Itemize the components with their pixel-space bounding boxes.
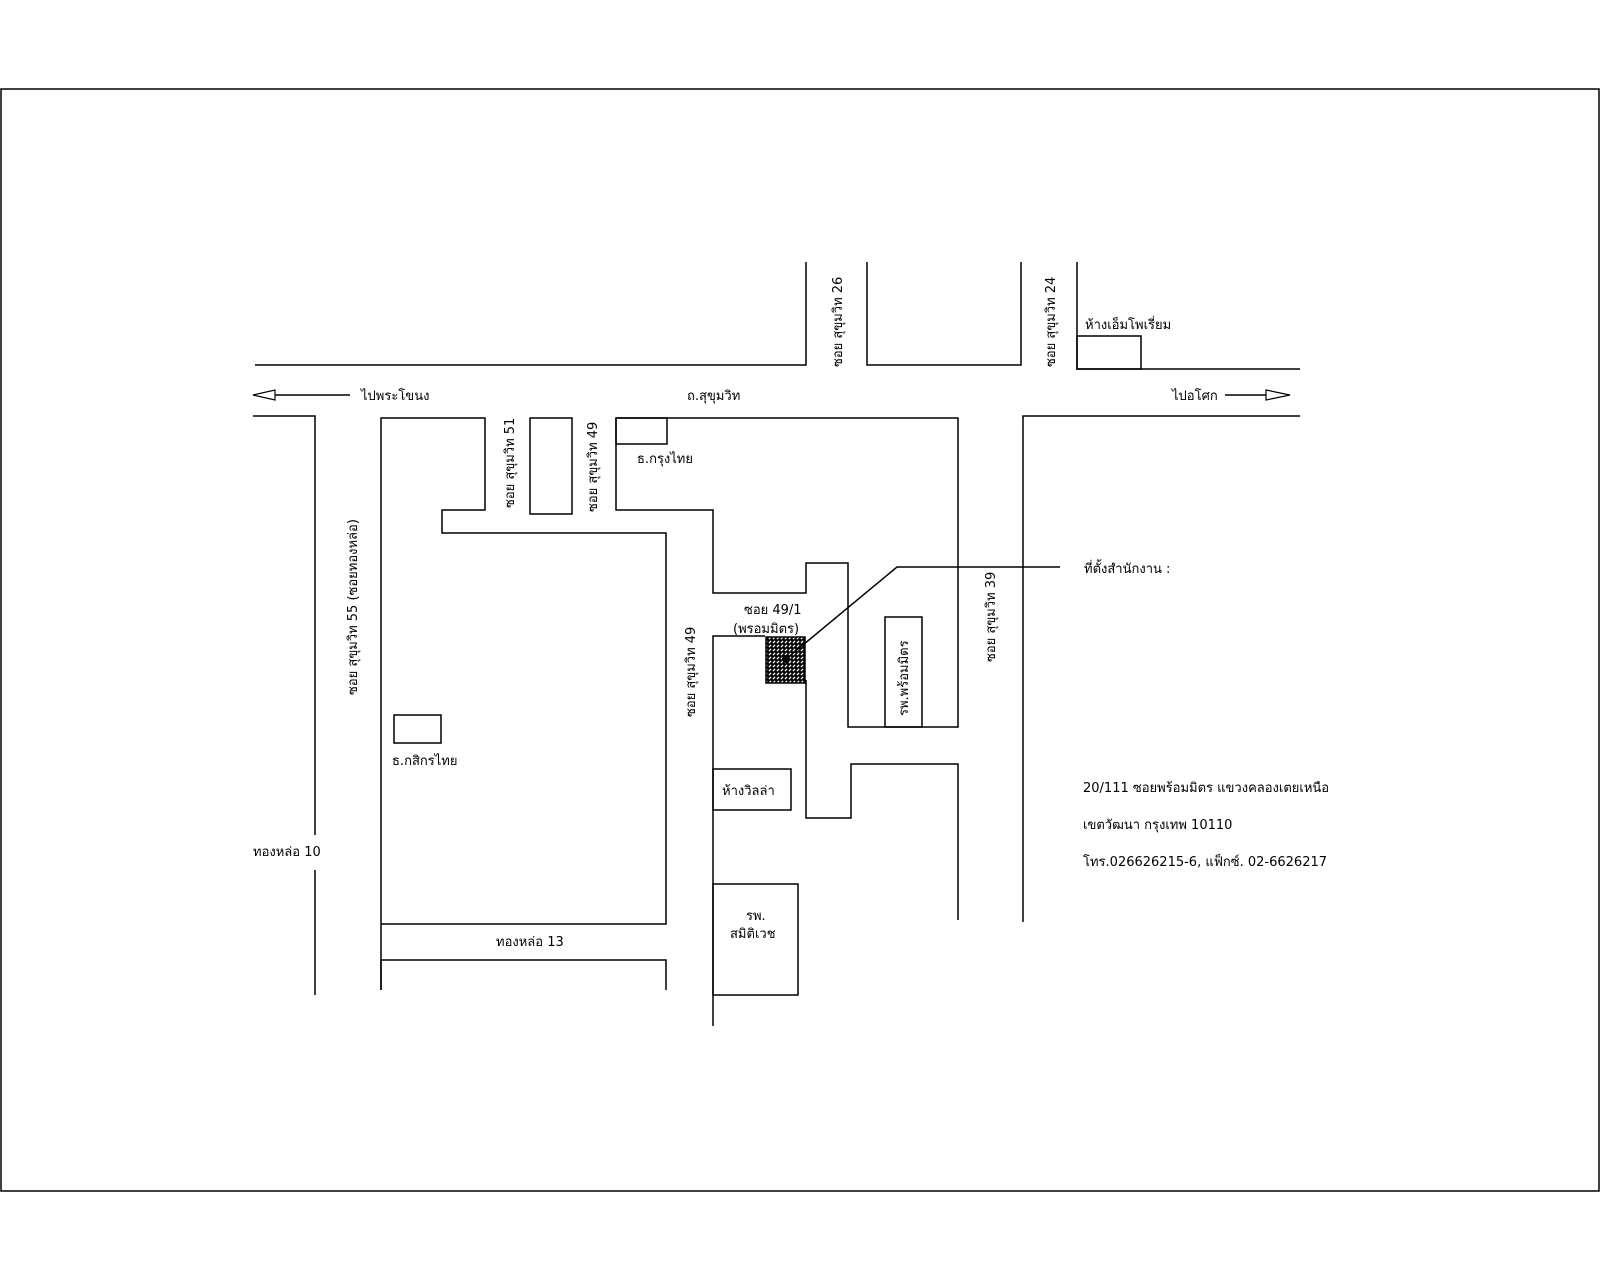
office-leader-line	[785, 566, 1060, 660]
samitivej-label-line1: รพ.	[746, 909, 766, 924]
soi-49-1-sublabel: (พรอมมิตร)	[733, 622, 799, 637]
villa-store-label: ห้างวิลล่า	[722, 784, 775, 799]
arrow-to-asok	[1225, 389, 1291, 401]
samitivej-hospital-block	[712, 883, 799, 996]
sukhumvit-road-label: ถ.สุขุมวิท	[687, 389, 740, 404]
soi-sukhumvit-49-bottom-label: ซอย สุขุมวิท 49	[684, 627, 699, 717]
phrommit-hospital-label: รพ.พร้อมมิตร	[897, 640, 912, 716]
kasikorn-bank-block	[393, 714, 442, 744]
soi-51-49-block	[529, 417, 573, 515]
samitivej-label-line2: สมิติเวช	[730, 927, 776, 942]
emporium-label: ห้างเอ็มโพเรี่ยม	[1085, 315, 1171, 333]
arrow-to-phra-khanong	[252, 389, 350, 401]
address-line-1: 20/111 ซอยพร้อมมิตร แขวงคลองเตยเหนือ	[1083, 780, 1329, 796]
phrommit-hospital-block	[884, 616, 923, 728]
krung-thai-bank-block	[615, 417, 668, 445]
thonglor-10-label: ทองหล่อ 10	[253, 845, 321, 860]
sukhumvit-road-south-edge	[253, 415, 1300, 990]
sukhumvit-road-north-edge	[255, 262, 1300, 370]
map-frame	[0, 88, 1600, 1192]
soi-49-1-label: ซอย 49/1	[744, 603, 802, 618]
thonglor-13-label: ทองหล่อ 13	[496, 935, 564, 950]
krung-thai-bank-label: ธ.กรุงไทย	[637, 451, 693, 467]
address-line-2: เขตวัฒนา กรุงเทพ 10110	[1083, 818, 1232, 833]
soi-sukhumvit-49-top-label: ซอย สุขุมวิท 49	[586, 422, 601, 512]
office-location-label: ที่ตั้งสำนักงาน :	[1084, 559, 1170, 577]
villa-store-block	[712, 768, 792, 811]
thonglor-13-south-edge	[380, 959, 667, 990]
soi-49-lower	[712, 635, 959, 1026]
soi-sukhumvit-24-label: ซอย สุขุมวิท 24	[1044, 277, 1059, 367]
soi-sukhumvit-55-label: ซอย สุขุมวิท 55 (ซอยทองหล่อ)	[346, 519, 361, 695]
soi-sukhumvit-26-label: ซอย สุขุมวิท 26	[831, 277, 846, 367]
soi-sukhumvit-51-label: ซอย สุขุมวิท 51	[503, 418, 518, 508]
thonglor-west-side	[314, 870, 316, 995]
kasikorn-bank-label: ธ.กสิกรไทย	[392, 753, 457, 769]
address-line-3: โทร.026626215-6, แฟ็กซ์. 02-6626217	[1083, 852, 1327, 870]
to-asok-label: ไปอโศก	[1171, 388, 1218, 404]
to-phra-khanong-label: ไปพระโขนง	[360, 388, 429, 404]
soi-sukhumvit-39-label: ซอย สุขุมวิท 39	[984, 572, 999, 662]
emporium-block	[1076, 335, 1142, 370]
